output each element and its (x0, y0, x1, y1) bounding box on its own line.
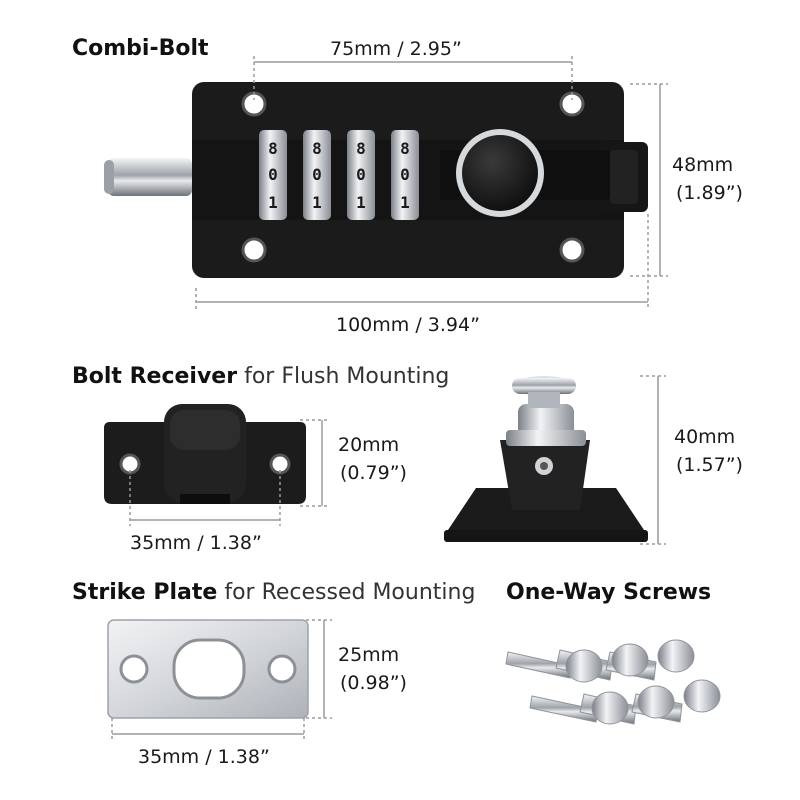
strike-plate-title: Strike Plate for Recessed Mounting (72, 580, 475, 605)
bolt-receiver-height-mm: 20mm (338, 434, 400, 456)
svg-text:1: 1 (400, 193, 410, 212)
screws-title-text: One-Way Screws (506, 580, 712, 605)
knob-side-view-image (444, 376, 648, 542)
bolt-receiver-width-label: 35mm / 1.38” (130, 532, 262, 554)
svg-text:8: 8 (356, 139, 366, 158)
bolt-receiver-title: Bolt Receiver for Flush Mounting (72, 364, 449, 389)
strike-plate-title-bold: Strike Plate (72, 580, 218, 605)
svg-text:0: 0 (356, 165, 366, 184)
svg-text:0: 0 (312, 165, 322, 184)
bolt-receiver-dimension-lines (129, 419, 330, 526)
strike-plate-title-light: for Recessed Mounting (217, 580, 476, 605)
svg-text:8: 8 (400, 139, 410, 158)
svg-text:0: 0 (268, 165, 278, 184)
strike-plate-dimension-lines (111, 619, 332, 740)
combi-bolt-width-label: 75mm / 2.95” (330, 38, 462, 60)
one-way-screws-image (505, 639, 721, 725)
knob-height-mm: 40mm (674, 426, 736, 448)
svg-text:1: 1 (268, 193, 278, 212)
svg-text:0: 0 (400, 165, 410, 184)
strike-plate-width-label: 35mm / 1.38” (138, 746, 270, 768)
knob-dimension-lines (640, 375, 666, 545)
screws-title: One-Way Screws (506, 580, 711, 605)
combi-bolt-title: Combi-Bolt (72, 36, 209, 61)
combi-bolt-dimension-lines (195, 56, 668, 310)
combi-bolt-height-in: (1.89”) (676, 182, 743, 204)
svg-text:1: 1 (356, 193, 366, 212)
combi-bolt-length-label: 100mm / 3.94” (336, 314, 480, 336)
strike-plate-image (107, 619, 309, 719)
combi-bolt-image: 8 0 1 8 0 1 8 0 1 8 0 1 (104, 82, 648, 278)
bolt-receiver-title-bold: Bolt Receiver (72, 364, 238, 389)
svg-text:8: 8 (268, 139, 278, 158)
combi-bolt-title-text: Combi-Bolt (72, 36, 209, 61)
bolt-receiver-height-in: (0.79”) (340, 462, 407, 484)
bolt-receiver-title-light: for Flush Mounting (237, 364, 450, 389)
strike-plate-height-mm: 25mm (338, 644, 400, 666)
strike-plate-height-in: (0.98”) (340, 672, 407, 694)
knob-height-in: (1.57”) (676, 454, 743, 476)
svg-text:1: 1 (312, 193, 322, 212)
combi-bolt-height-mm: 48mm (672, 154, 734, 176)
svg-text:8: 8 (312, 139, 322, 158)
bolt-receiver-image (104, 404, 306, 504)
